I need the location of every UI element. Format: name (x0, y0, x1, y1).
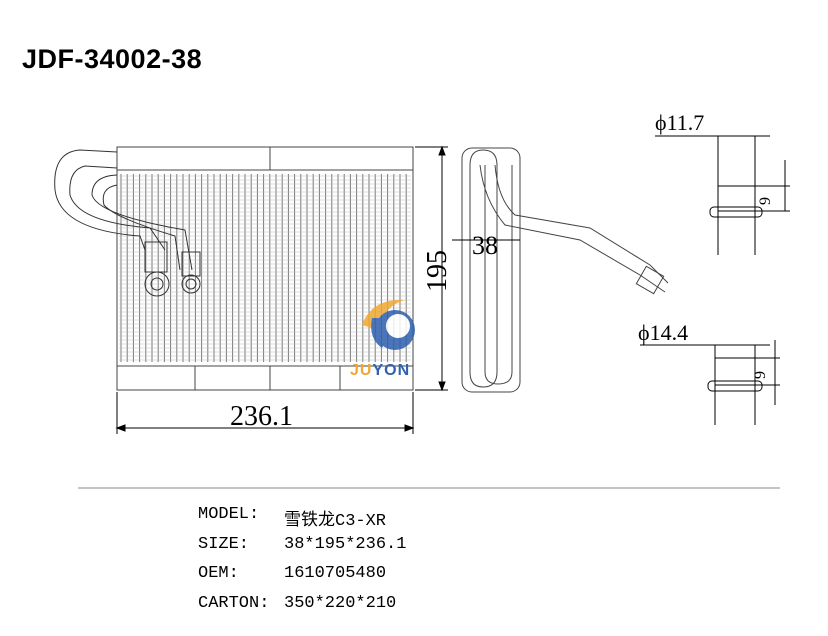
logo-text: JUYON (350, 362, 410, 380)
spec-label: OEM: (198, 564, 239, 583)
inlet-depth: 9 (757, 197, 774, 205)
inlet-diameter: ϕ11.7 (655, 110, 704, 135)
spec-row-oem: OEM: 1610705480 (198, 564, 406, 594)
product-code-title: JDF-34002-38 (22, 44, 203, 74)
outlet-depth: 9 (752, 371, 769, 379)
spec-value: 350*220*210 (284, 593, 397, 613)
spec-table: MODEL: 雪铁龙C3-XR SIZE: 38*195*236.1 OEM: 161… (198, 505, 406, 623)
depth-dimension: 38 (472, 231, 498, 260)
spec-label: MODEL: (198, 505, 260, 524)
evaporator-side-view (452, 147, 669, 393)
spec-value: 雪铁龙C3-XR (284, 512, 387, 531)
spec-label: CARTON: (198, 593, 270, 613)
width-dimension-lines (115, 145, 448, 434)
spec-row-model: MODEL: 雪铁龙C3-XR (198, 505, 406, 535)
spec-value: 1610705480 (284, 564, 387, 583)
height-dimension: 195 (422, 250, 453, 292)
width-dimension: 236.1 (230, 401, 293, 432)
juyon-logo (362, 299, 415, 350)
spec-label: SIZE: (198, 534, 250, 554)
spec-row-carton: CARTON: 350*220*210 (198, 594, 406, 624)
logo-text-ju: JU (350, 362, 373, 379)
outlet-detail (640, 340, 780, 425)
outlet-diameter: ϕ14.4 (638, 320, 688, 345)
spec-value: 38*195*236.1 (284, 534, 407, 554)
front-pipes (54, 149, 201, 297)
logo-text-yon: YON (372, 362, 411, 379)
evaporator-front-view (116, 146, 414, 391)
spec-row-size: SIZE: 38*195*236.1 (198, 535, 406, 565)
inlet-detail (655, 135, 790, 255)
